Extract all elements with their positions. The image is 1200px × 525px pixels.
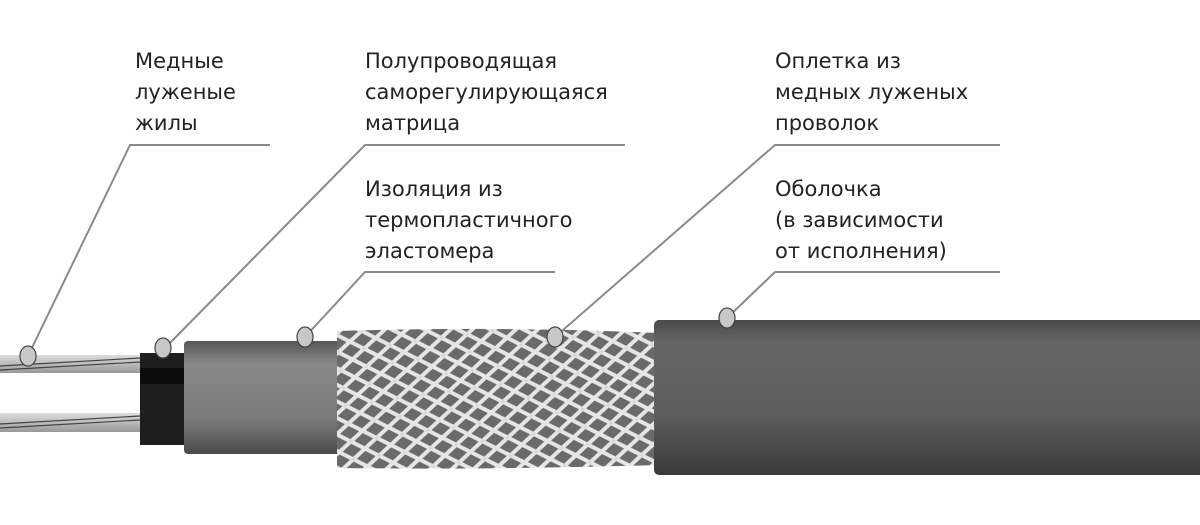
label-line: саморегулирующаяся xyxy=(365,80,608,104)
label-line: Изоляция из xyxy=(365,177,503,201)
label-line: медных луженых xyxy=(775,80,969,104)
callout-dot-conductors xyxy=(19,345,37,367)
label-line: термопластичного xyxy=(365,208,573,232)
label-jacket: Оболочка (в зависимости от исполнения) xyxy=(775,174,947,267)
label-line: жилы xyxy=(135,111,198,135)
callout-dot-matrix xyxy=(154,337,172,359)
label-matrix: Полупроводящая саморегулирующаяся матриц… xyxy=(365,46,608,139)
label-line: Оболочка xyxy=(775,177,882,201)
label-line: матрица xyxy=(365,111,461,135)
leader-lines xyxy=(27,144,1000,357)
label-line: эластомера xyxy=(365,239,495,263)
outer-jacket xyxy=(654,320,1200,475)
label-line: от исполнения) xyxy=(775,239,947,263)
label-line: Медные xyxy=(135,49,224,73)
callout-dot-jacket xyxy=(718,307,736,329)
copper-conductors xyxy=(0,355,142,432)
label-line: Полупроводящая xyxy=(365,49,558,73)
label-braid: Оплетка из медных луженых проволок xyxy=(775,46,968,139)
label-conductors: Медные луженые жилы xyxy=(135,46,236,139)
copper-braid xyxy=(337,328,658,469)
label-insulation: Изоляция из термопластичного эластомера xyxy=(365,174,573,267)
insulation-layer xyxy=(184,341,344,454)
callout-dot-braid xyxy=(546,326,564,348)
semiconductive-matrix xyxy=(140,353,186,445)
label-line: Оплетка из xyxy=(775,49,901,73)
label-line: луженые xyxy=(135,80,236,104)
label-line: проволок xyxy=(775,111,880,135)
callout-dot-insulation xyxy=(296,326,314,348)
label-line: (в зависимости xyxy=(775,208,944,232)
